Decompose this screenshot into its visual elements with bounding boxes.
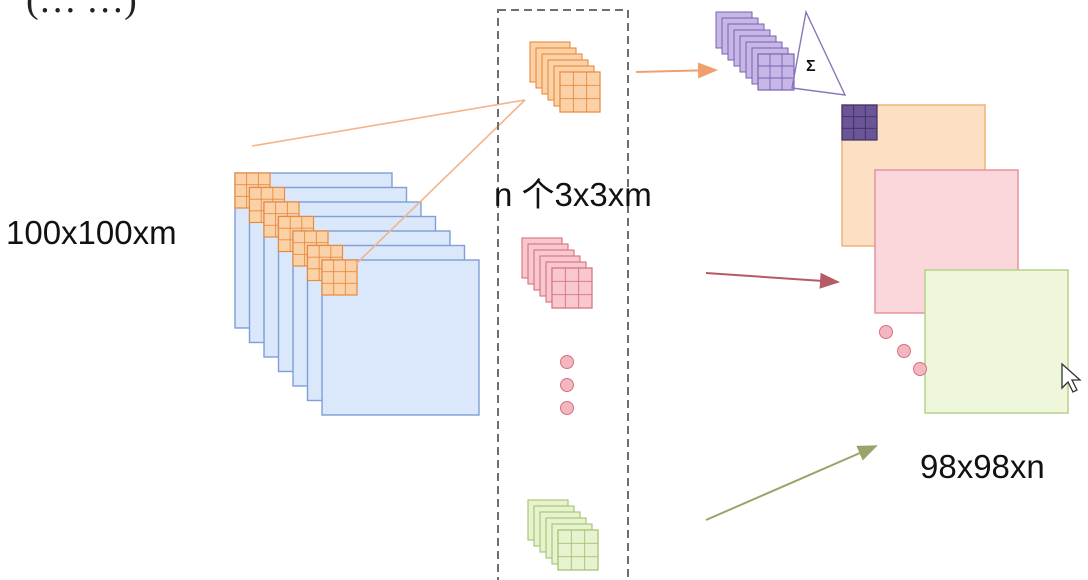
arrow-red bbox=[705, 272, 840, 289]
kernel-front bbox=[559, 71, 601, 113]
product-front bbox=[757, 53, 795, 91]
kernel-stacks bbox=[521, 41, 601, 571]
mouse-pointer-icon bbox=[1061, 362, 1082, 393]
kernel-ellipsis bbox=[560, 355, 574, 415]
input-size-label: 100x100xm bbox=[6, 214, 177, 251]
sum-triangle bbox=[791, 9, 847, 96]
kernel-red bbox=[521, 237, 593, 309]
kernel-front bbox=[557, 529, 599, 571]
output-map-green bbox=[924, 269, 1069, 414]
output-pixel-grid bbox=[841, 104, 878, 141]
product-stack bbox=[715, 11, 795, 91]
output-size-label: 98x98xn bbox=[920, 448, 1045, 485]
receptive-line-top bbox=[251, 99, 526, 147]
output-ellipsis bbox=[879, 325, 927, 376]
sum-symbol: Σ bbox=[806, 58, 816, 75]
arrow-orange bbox=[635, 62, 718, 79]
kernel-orange bbox=[529, 41, 601, 113]
receptive-line-bottom bbox=[355, 99, 526, 265]
receptive-patch bbox=[321, 259, 358, 296]
kernel-count-label: n 个3x3xm bbox=[494, 176, 652, 213]
cut-off-title: (… …) bbox=[26, 0, 137, 21]
kernel-group-box bbox=[497, 9, 629, 580]
output-pixel bbox=[841, 104, 878, 141]
input-volume bbox=[234, 172, 480, 416]
arrow-green bbox=[705, 445, 878, 521]
kernel-green bbox=[527, 499, 599, 571]
kernel-front bbox=[551, 267, 593, 309]
